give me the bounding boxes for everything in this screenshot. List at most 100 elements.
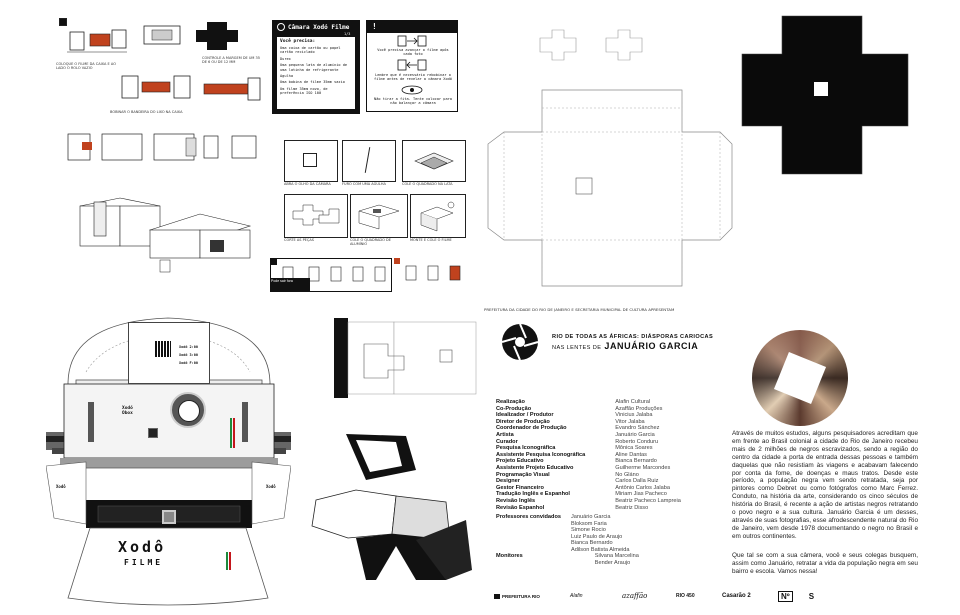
photo-collage-circle: [752, 330, 848, 426]
small-diecut-shapes: [539, 29, 643, 61]
logo-s: S: [808, 591, 815, 601]
exit-card: Pode sair fora: [270, 278, 310, 292]
step-box-3: [402, 140, 466, 182]
corner-label-left: Xodô: [56, 484, 66, 489]
card-item-4: Uma bobina de filme 35mm vazio: [280, 80, 345, 85]
logo-alafin: Alafin: [570, 593, 583, 599]
film-box-illustration: [67, 29, 127, 53]
black-cross-illustration: [196, 22, 238, 50]
camera-brand: Xodô: [118, 538, 167, 556]
qr-panel: Xodó 2:00 Xodó 3:00 Xodó F:00: [128, 322, 210, 384]
shutter-logo-icon: [501, 323, 539, 361]
tips-header: [367, 21, 457, 33]
front-text-3: Xodó F:00: [179, 361, 198, 365]
lens-label: Xodó Obox: [122, 406, 133, 416]
tip-1: Você precisa avançar o filme após cada f…: [377, 48, 449, 57]
card-item-3: Agulha: [280, 74, 293, 79]
presenter-line: PREFEITURA DA CIDADE DO RIO DE JANEIRO E…: [484, 307, 675, 312]
film-loading-strip: [270, 258, 392, 292]
exhibition-title: RIO DE TODAS AS ÁFRICAS: DIÁSPORAS CARIO…: [552, 334, 713, 351]
step-box-4: [284, 194, 348, 238]
caption-mid6: Monte e cole o filme: [410, 238, 452, 242]
film-tray-illustration: [121, 75, 191, 99]
black-cross-template: [741, 15, 909, 175]
card-item-1: Durex: [280, 56, 291, 61]
front-text-1: Xodó 2:00: [179, 345, 198, 349]
film-loading-strip-2: [394, 258, 476, 290]
logo-prefeitura: PREFEITURA RIO: [494, 593, 554, 599]
card-subtitle: 1/3: [344, 32, 351, 36]
lens-ring: [170, 392, 206, 428]
camera-model: FILME: [124, 558, 164, 567]
logo-azaffao: azaffão: [622, 592, 648, 600]
rewind-film-icon: [397, 59, 427, 71]
step-box-2: [342, 140, 396, 182]
caption-top3: Controle a margem de um 35 de 6 ou de 12…: [202, 56, 260, 64]
caption-top1: Coloque o filme da caixa e ao lado o rol…: [56, 62, 116, 70]
color-stripes: [230, 418, 238, 448]
logo-n: Nº: [778, 590, 793, 602]
instruction-steps-mid: Abra o olho da câmara Furo com uma agulh…: [278, 136, 468, 296]
title-line-1: RIO DE TODAS AS ÁFRICAS: DIÁSPORAS CARIO…: [552, 334, 714, 340]
warning-icon: !: [372, 22, 377, 31]
logo-casarao: Casarão 2: [722, 593, 751, 599]
tips-card: ! Você precisa avançar o filme após cada…: [366, 20, 458, 112]
card-item-5: Um filme 35mm novo, de preferência ISO 1…: [280, 86, 328, 96]
card-intro: Você precisa:: [280, 39, 316, 44]
tape-illustration: [143, 25, 181, 45]
guests-role: Professores convidados: [496, 514, 561, 520]
card-item-0: Uma caixa de cartão ou papel cartão reci…: [280, 46, 341, 55]
monitors-role: Monitores: [496, 553, 523, 559]
flap-template: [334, 318, 477, 398]
color-stripes-bottom: [226, 552, 234, 570]
film-strip-illustration: [203, 77, 261, 101]
body-paragraph-2: Que tal se com a sua câmera, você e seus…: [732, 552, 918, 575]
front-text-2: Xodó 3:00: [179, 353, 198, 357]
step-box-5: [350, 194, 408, 238]
instruction-panel-mid-left: [56, 124, 266, 184]
card-item-2: Uma pequena lata de alumínio de uma lati…: [280, 63, 348, 72]
caption-mid2: Furo com uma agulha: [342, 182, 386, 186]
materials-card-body: Você precisa: Uma caixa de cartão ou pap…: [276, 36, 356, 110]
viewfinder-square: [162, 510, 176, 524]
caption-mid3: Cole o quadrado na lata: [402, 182, 453, 186]
step-box-6: [410, 194, 466, 238]
camera-outer-frame: [46, 317, 291, 606]
camera-box-diecut-template: [487, 89, 733, 287]
caption-mid5: Cole o quadrado de alumínio: [350, 238, 391, 246]
box-assembly-illustration: [67, 133, 257, 161]
caption-mid4: Corte as peças: [284, 238, 314, 242]
title-name: JANUÁRIO GARCIA: [604, 341, 699, 351]
folded-lens-tube: [311, 434, 472, 580]
tip-2: Lembre que é necessário rebobinar o film…: [374, 73, 452, 82]
caption-top2: Bobinar o bandeira do lixo na caixa: [110, 110, 183, 114]
body-paragraph-1: Através de muitos estudos, alguns pesqui…: [732, 430, 918, 540]
card-title: Câmara Xodó Filme: [288, 24, 350, 31]
camera-logo-icon: [277, 23, 285, 31]
eye-icon: [401, 85, 423, 95]
camera-template: Xodó 2:00 Xodó 3:00 Xodó F:00 Xodó Obox …: [46, 312, 291, 612]
step-box-1: [284, 140, 338, 182]
advance-film-icon: [397, 35, 427, 47]
logo-rio450: RIO 450: [676, 593, 695, 599]
instruction-steps-bottom: Pode sair fora: [266, 254, 480, 298]
